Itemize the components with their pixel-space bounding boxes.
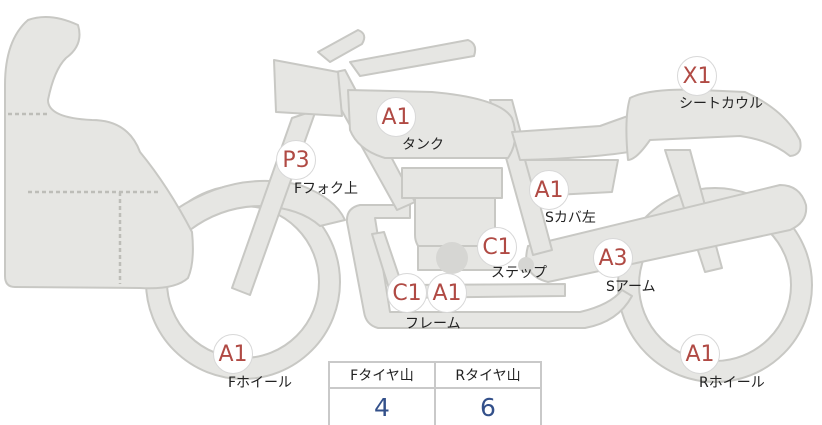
step-grade-badge: C1	[477, 227, 517, 267]
seat-cowl-grade-badge: X1	[677, 56, 717, 96]
swing-arm-grade-badge: A3	[593, 238, 633, 278]
r-wheel-label: Rホイール	[699, 375, 765, 391]
frame-shape	[345, 204, 633, 329]
tank-label: タンク	[402, 137, 444, 153]
step-label: ステップ	[491, 265, 547, 281]
side-cover-left-grade-badge: A1	[529, 170, 569, 210]
engine-shape	[401, 167, 503, 199]
rear-tire-value: 6	[434, 387, 542, 425]
r-wheel-grade-badge: A1	[680, 334, 720, 374]
headlight-shape	[273, 59, 343, 117]
front-fender-shape	[174, 179, 346, 231]
rear-tire-header: Rタイヤ山	[434, 361, 542, 389]
front-tire-header: Fタイヤ山	[328, 361, 436, 389]
f-wheel-grade-badge: A1	[213, 334, 253, 374]
frame-label: フレーム	[405, 316, 461, 332]
frame-grade-badge: A1	[427, 273, 467, 313]
f-fork-upper-label: Fフォク上	[294, 181, 359, 197]
front-tire-value: 4	[328, 387, 436, 425]
seat-cowl-label: シートカウル	[679, 96, 763, 112]
side-cover-left-label: Sカバ左	[545, 210, 596, 226]
f-wheel-label: Fホイール	[228, 375, 293, 391]
seat-shape	[511, 113, 641, 161]
swing-arm-label: Sアーム	[606, 279, 656, 295]
fairing-shape	[4, 15, 194, 290]
tire-tread-table: Fタイヤ山 Rタイヤ山 4 6	[328, 361, 542, 425]
tank-grade-badge: A1	[376, 97, 416, 137]
f-fork-upper-grade-badge: P3	[276, 140, 316, 180]
frame-extra-grade-badge: C1	[387, 273, 427, 313]
